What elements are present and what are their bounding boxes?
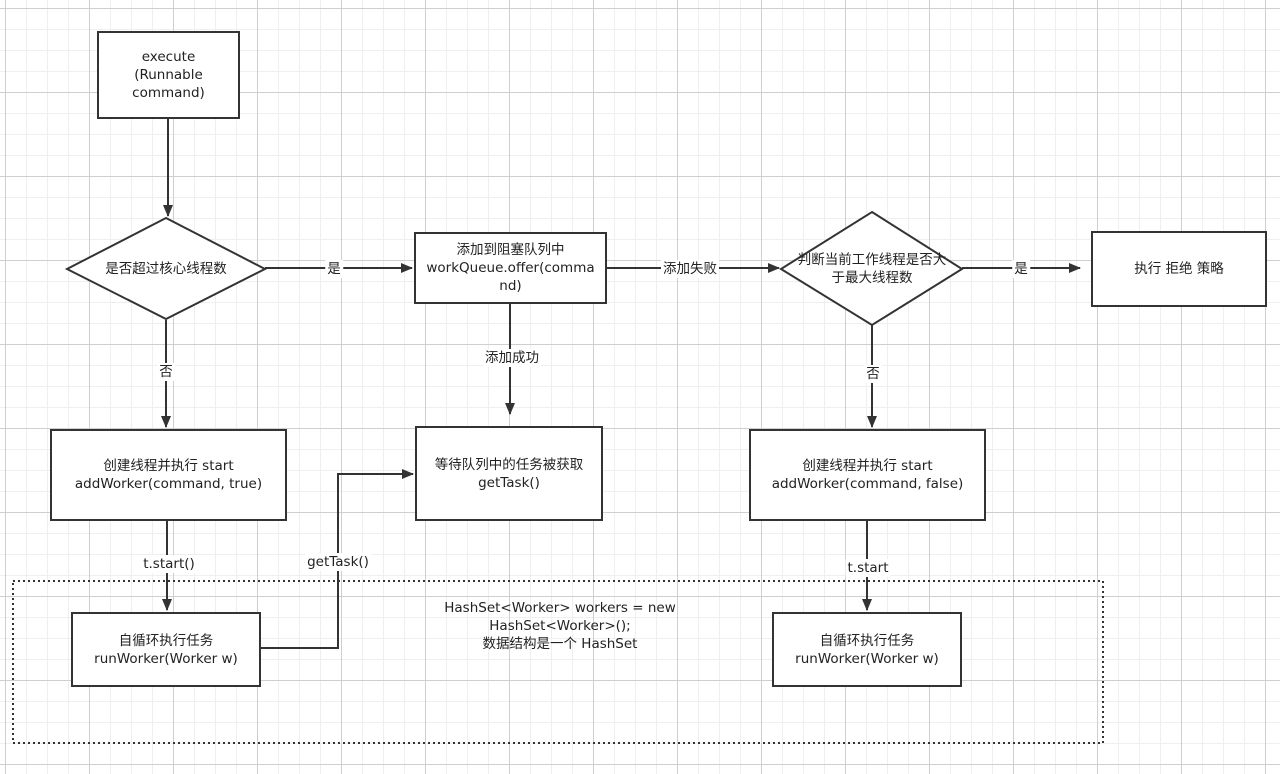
- node-wait-task: 等待队列中的任务被获取 getTask(): [415, 426, 603, 521]
- edge-label-core-no: 否: [157, 363, 175, 381]
- edge-label-get-task: getTask(): [305, 553, 371, 571]
- worker-group-line3: 数据结构是一个 HashSet: [482, 636, 638, 652]
- node-run-worker-left-line2: runWorker(Worker w): [94, 650, 238, 667]
- decision-core: 是否超过核心线程数: [77, 256, 255, 282]
- node-run-worker-left: 自循环执行任务 runWorker(Worker w): [71, 612, 261, 687]
- edge-label-start-left: t.start(): [141, 555, 197, 573]
- node-create-max-line1: 创建线程并执行 start: [802, 458, 933, 474]
- worker-group-line2: HashSet<Worker>();: [489, 618, 631, 634]
- node-add-queue-line2: workQueue.offer(comma: [426, 260, 595, 276]
- node-add-queue-line3: nd): [499, 278, 522, 294]
- edge-label-offer-success: 添加成功: [483, 349, 541, 367]
- node-execute-line1: execute: [141, 49, 196, 65]
- node-create-core-line1: 创建线程并执行 start: [103, 458, 234, 474]
- worker-group-line1: HashSet<Worker> workers = new: [444, 600, 676, 616]
- node-add-queue-line1: 添加到阻塞队列中: [456, 242, 565, 258]
- edge-label-core-yes: 是: [325, 260, 343, 278]
- decision-max-line2: 于最大线程数: [831, 270, 913, 286]
- node-create-core-line2: addWorker(command, true): [74, 476, 263, 492]
- worker-group-description: HashSet<Worker> workers = new HashSet<Wo…: [390, 599, 730, 653]
- node-wait-task-line2: getTask(): [478, 474, 540, 491]
- node-run-worker-right-line1: 自循环执行任务: [819, 632, 915, 649]
- node-create-max: 创建线程并执行 start addWorker(command, false): [749, 429, 986, 521]
- node-run-worker-left-line1: 自循环执行任务: [118, 632, 214, 649]
- node-create-core: 创建线程并执行 start addWorker(command, true): [50, 429, 287, 521]
- edge-label-offer-fail: 添加失败: [661, 260, 719, 278]
- edge-label-max-yes: 是: [1012, 260, 1030, 278]
- edge-label-max-no: 否: [864, 365, 882, 383]
- decision-max-line1: 判断当前工作线程是否大: [797, 252, 947, 268]
- node-execute: execute (Runnable command): [97, 31, 240, 119]
- decision-core-diamond: [64, 216, 268, 321]
- decision-max: 判断当前工作线程是否大 于最大线程数: [772, 250, 972, 288]
- node-execute-line2: (Runnable: [134, 67, 203, 83]
- worker-group-boundary: [12, 580, 1104, 744]
- node-reject: 执行 拒绝 策略: [1091, 231, 1267, 307]
- decision-core-label: 是否超过核心线程数: [105, 261, 227, 277]
- node-run-worker-right-line2: runWorker(Worker w): [795, 650, 939, 667]
- node-reject-label: 执行 拒绝 策略: [1134, 261, 1224, 277]
- node-add-queue: 添加到阻塞队列中 workQueue.offer(comma nd): [414, 232, 607, 304]
- node-execute-line3: command): [132, 85, 205, 101]
- node-wait-task-line1: 等待队列中的任务被获取: [434, 456, 584, 473]
- node-run-worker-right: 自循环执行任务 runWorker(Worker w): [772, 612, 962, 687]
- node-create-max-line2: addWorker(command, false): [771, 476, 964, 492]
- edge-label-start-right: t.start: [845, 559, 891, 577]
